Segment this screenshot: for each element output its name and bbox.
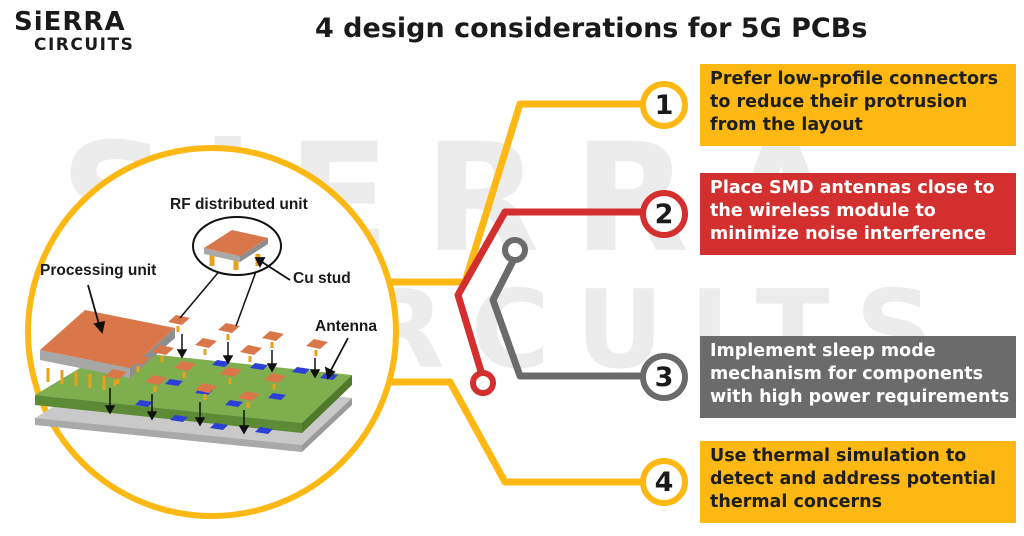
connector-line-2 [454,208,647,382]
logo-line-2: CIRCUITS [34,35,135,55]
pcb-illustration [35,310,352,452]
rf-distributed-unit-label: RF distributed unit [170,196,308,213]
consideration-box-4: Use thermal simulation to detect and add… [700,441,1016,523]
signal-arrows [104,334,321,435]
rf-unit-small [240,345,262,362]
antenna-pad [255,427,273,434]
rf-unit-small [174,361,196,378]
cu-stud-label: Cu stud [293,270,351,287]
antenna-pointer [329,337,349,373]
consideration-number-2: 2 [640,190,688,238]
rf-unit-small [152,345,174,362]
connector-end-node-gray [502,237,528,263]
rf-unit-small [128,355,150,372]
antenna-pad [225,400,243,407]
rf-unit-enlarged [204,230,268,270]
rf-unit-small [195,338,217,355]
antenna-pad [292,367,310,374]
cu-stud-pointer [261,261,291,281]
processing-unit-pointer [87,284,101,329]
rf-unit-small [264,373,286,390]
rf-callout-line [179,267,223,319]
rf-units [105,315,328,408]
rf-unit-small [306,339,328,356]
connector-line-1 [388,100,647,286]
rf-unit-small [218,323,240,340]
antenna-pad [212,360,230,367]
rf-unit-small [262,331,284,348]
processing-unit-label: Processing unit [40,262,157,279]
antenna-pad [268,393,286,400]
antenna-pad [135,400,153,407]
rf-unit-small [195,383,217,400]
page-title: 4 design considerations for 5G PCBs [315,13,868,44]
antenna-pad [250,363,268,370]
consideration-number-1: 1 [640,81,688,129]
antenna-label: Antenna [315,318,377,335]
rf-unit-small [145,375,167,392]
consideration-number-4: 4 [640,458,688,506]
consideration-box-1: Prefer low-profile connectors to reduce … [700,64,1016,146]
consideration-box-3: Implement sleep mode mechanism for compo… [700,336,1016,418]
antenna-pad [170,415,188,422]
rf-unit-small [220,367,242,384]
rf-unit-small [168,315,190,332]
consideration-number-3: 3 [640,353,688,401]
connector-line-3 [489,253,647,380]
logo-line-1: SiERRA [14,7,126,37]
connector-line-4 [388,378,647,486]
rf-unit-small [238,391,260,408]
connector-end-node-red [470,370,496,396]
processing-unit-chip [40,310,175,390]
antenna-pad [210,423,228,430]
sierra-circuits-logo: SiERRA CIRCUITS [14,8,174,54]
consideration-box-2: Place SMD antennas close to the wireless… [700,173,1016,255]
rf-unit-small [105,369,127,386]
antenna-pad [165,379,183,386]
rf-callout-line [235,265,259,327]
